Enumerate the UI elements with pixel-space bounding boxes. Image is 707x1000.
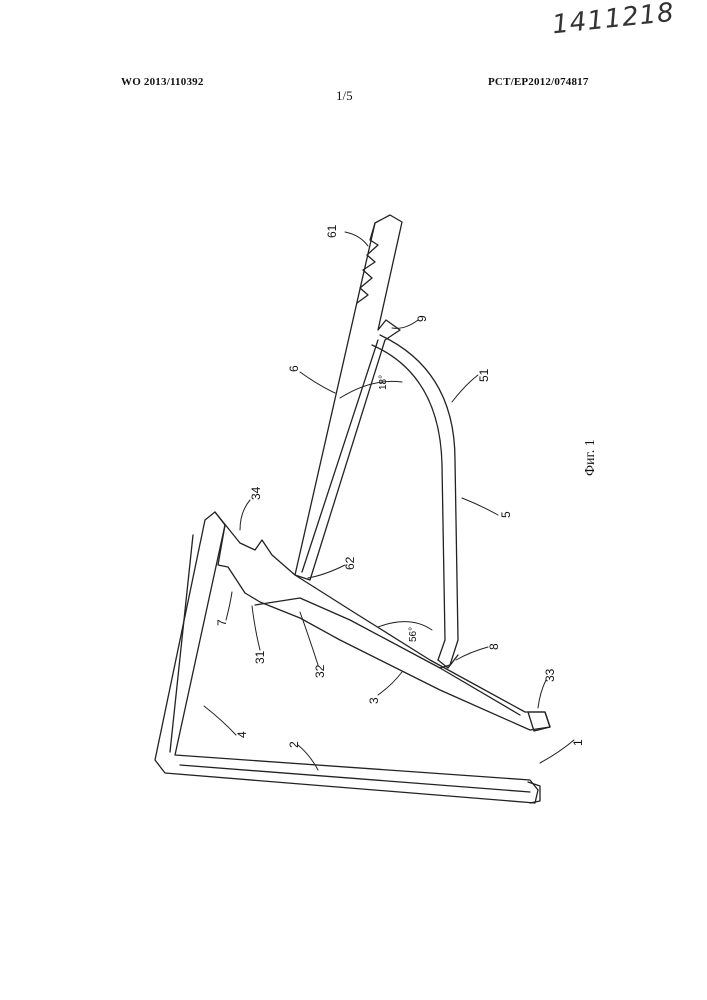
ref-34: 34 [249,486,263,500]
leader-8 [456,647,488,660]
leader-34 [240,500,250,530]
leader-31 [252,606,260,650]
leader-5 [462,498,498,515]
angle-arc-18 [340,381,402,398]
leader-4 [204,706,236,735]
ref-51: 51 [477,368,491,382]
base-leg-inner [170,535,530,792]
ref-9: 9 [415,315,429,322]
leader-1 [540,740,574,763]
base-leg-outline [155,512,538,803]
angle-arc-56 [378,622,432,630]
leader-3 [378,672,402,695]
rear-rail-outline [295,215,402,580]
ref-61: 61 [325,224,339,238]
ref-6: 6 [287,365,301,372]
ref-2: 2 [287,741,301,748]
ref-5: 5 [499,511,513,518]
support-arm-outline [215,512,550,730]
ref-8: 8 [487,643,501,650]
ref-33: 33 [543,668,557,682]
leader-2 [298,745,318,770]
leader-32 [300,612,318,665]
ref-4: 4 [235,731,249,738]
ref-62: 62 [343,556,357,570]
ref-3: 3 [367,697,381,704]
ref-7: 7 [215,619,229,626]
leader-6 [300,372,335,393]
leader-61 [345,232,368,246]
ref-32: 32 [313,664,327,678]
leader-51 [452,375,478,402]
leader-7 [226,592,232,620]
angle-18: 18° [378,375,389,390]
leader-33 [538,680,546,708]
ref-31: 31 [253,650,267,664]
angle-56: 56° [408,627,419,642]
curved-strut-inner [372,345,445,660]
ref-1: 1 [571,739,585,746]
curved-strut-outer [380,335,458,668]
